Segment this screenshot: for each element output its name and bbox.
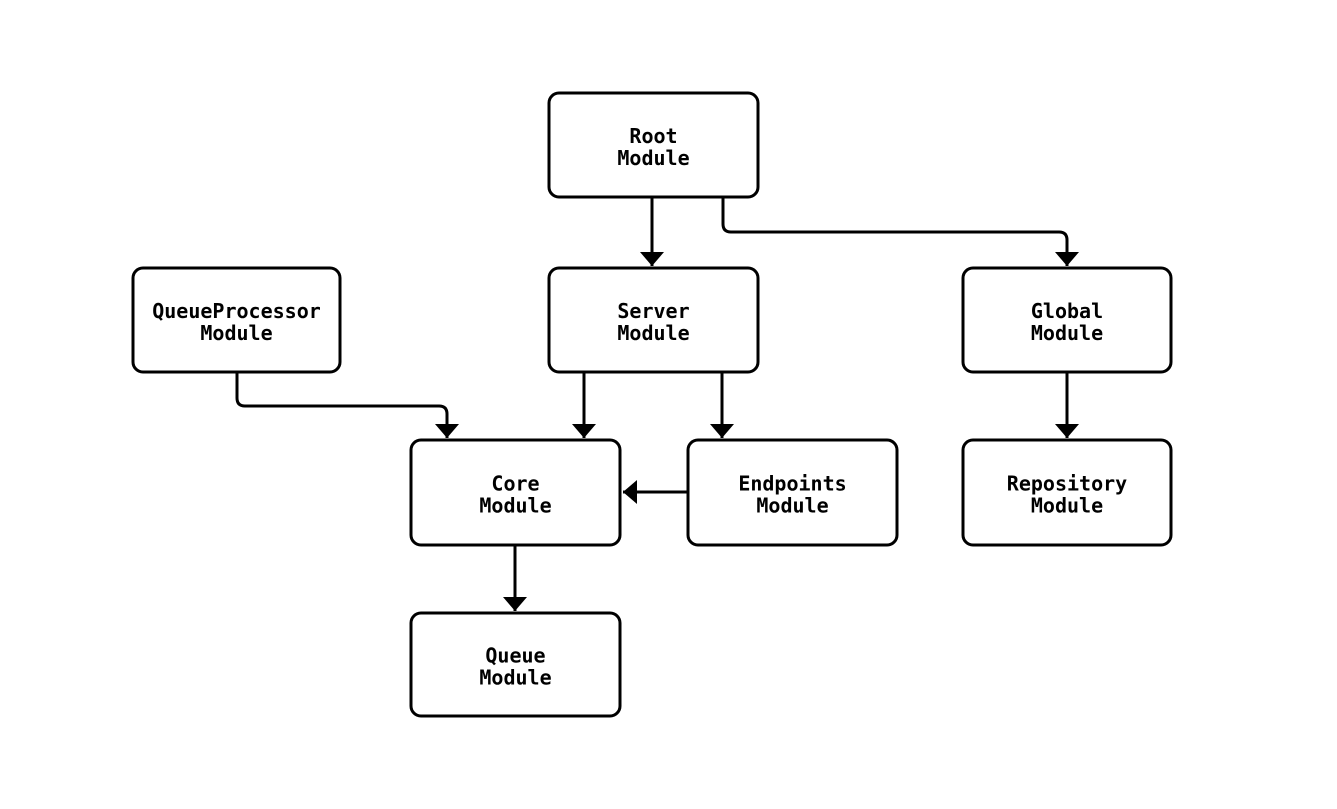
- node-box-queueprocessor-module: [131, 266, 342, 374]
- node-box-repository-module: [961, 438, 1173, 547]
- node-label-line: Endpoints: [738, 472, 846, 496]
- node-label-line: Repository: [1007, 472, 1127, 496]
- node-label-line: Core: [491, 472, 539, 496]
- node-box-server-module: [547, 266, 760, 374]
- edge-queueprocessor-to-core: [235, 372, 459, 438]
- node-box-root-module: [547, 91, 760, 199]
- node-label-line: Module: [200, 321, 272, 345]
- node-label-line: Module: [1031, 321, 1103, 345]
- node-box-core-module: [409, 438, 622, 547]
- node-label-line: Module: [617, 146, 689, 170]
- node-label-line: QueueProcessor: [152, 299, 321, 323]
- node-label-line: Root: [629, 124, 677, 148]
- node-box-global-module: [961, 266, 1173, 374]
- node-label-line: Module: [756, 494, 828, 518]
- node-label-line: Module: [1031, 494, 1103, 518]
- node-label-line: Server: [617, 299, 689, 323]
- node-label-line: Queue: [485, 644, 545, 668]
- node-label-line: Module: [479, 494, 551, 518]
- node-label-line: Module: [617, 321, 689, 345]
- node-box-endpoints-module: [686, 438, 899, 547]
- node-box-queue-module: [409, 611, 622, 718]
- node-label-line: Module: [479, 666, 551, 690]
- edge-root-to-global: [721, 197, 1079, 266]
- node-label-line: Global: [1031, 299, 1103, 323]
